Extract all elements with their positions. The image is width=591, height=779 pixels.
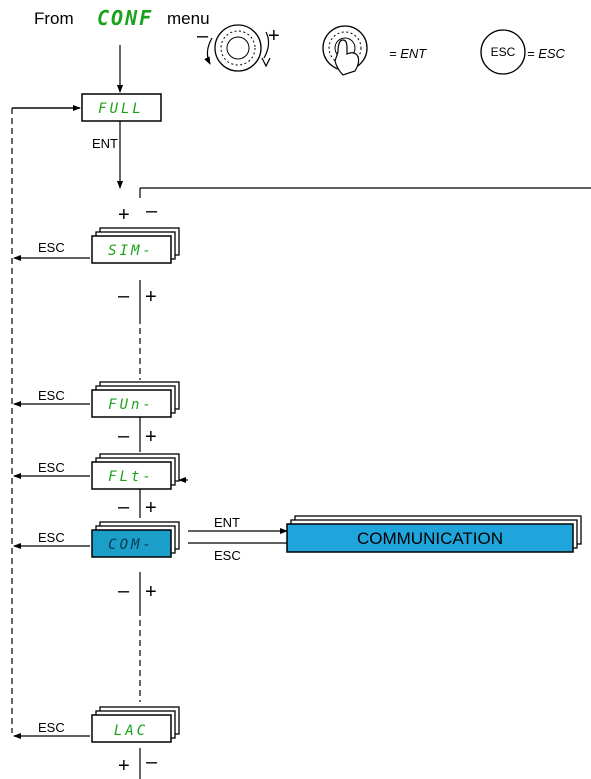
svg-text:COM-: COM-	[108, 537, 154, 553]
minus-below-sim: –	[118, 285, 130, 307]
esc-key-icon: ESC	[480, 29, 526, 75]
svg-text:ESC: ESC	[491, 45, 516, 59]
full-menu-box[interactable]: FULL	[81, 93, 162, 122]
plus-below-sim: +	[145, 286, 157, 308]
minus-above-sim: –	[146, 200, 158, 222]
ent-label-com: ENT	[214, 515, 240, 530]
plus-below-flt: +	[145, 497, 157, 519]
fun-menu-box[interactable]: FUn-	[91, 381, 180, 418]
lac-menu-box[interactable]: LAC	[91, 706, 180, 743]
plus-above-sim: +	[118, 204, 130, 226]
svg-text:LAC: LAC	[114, 723, 148, 739]
esc-label-sim: ESC	[38, 240, 65, 255]
ent-label-full: ENT	[92, 136, 118, 151]
plus-below-fun: +	[145, 426, 157, 448]
svg-text:FULL: FULL	[98, 101, 144, 117]
conf-menu-code: CONF	[97, 6, 153, 30]
svg-text:FLt-: FLt-	[108, 469, 154, 485]
knob-minus: –	[197, 25, 209, 47]
esc-label-com-return: ESC	[214, 548, 241, 563]
communication-submenu-box[interactable]: COMMUNICATION	[286, 515, 582, 553]
ent-equals-label: = ENT	[389, 46, 427, 61]
jog-dial-press-icon	[322, 25, 368, 76]
esc-equals-label: = ESC	[527, 46, 566, 61]
esc-label-com: ESC	[38, 530, 65, 545]
from-label: From	[34, 9, 74, 28]
esc-label-lac: ESC	[38, 720, 65, 735]
minus-below-flt: –	[118, 496, 130, 518]
svg-text:SIM-: SIM-	[108, 243, 154, 259]
com-menu-box[interactable]: COM-	[91, 521, 180, 558]
minus-below-lac: –	[146, 751, 158, 773]
flow-lines	[11, 45, 591, 779]
plus-below-lac: +	[118, 755, 130, 777]
sim-menu-box[interactable]: SIM-	[91, 227, 180, 264]
svg-text:FUn-: FUn-	[108, 397, 154, 413]
knob-plus: +	[268, 25, 280, 47]
menu-label: menu	[167, 9, 210, 28]
minus-below-fun: –	[118, 425, 130, 447]
flt-menu-box[interactable]: FLt-	[91, 453, 180, 490]
esc-label-flt: ESC	[38, 460, 65, 475]
jog-dial-rotate-icon	[204, 24, 271, 72]
svg-text:COMMUNICATION: COMMUNICATION	[357, 529, 503, 548]
plus-below-com: +	[145, 581, 157, 603]
minus-below-com: –	[118, 580, 130, 602]
esc-label-fun: ESC	[38, 388, 65, 403]
